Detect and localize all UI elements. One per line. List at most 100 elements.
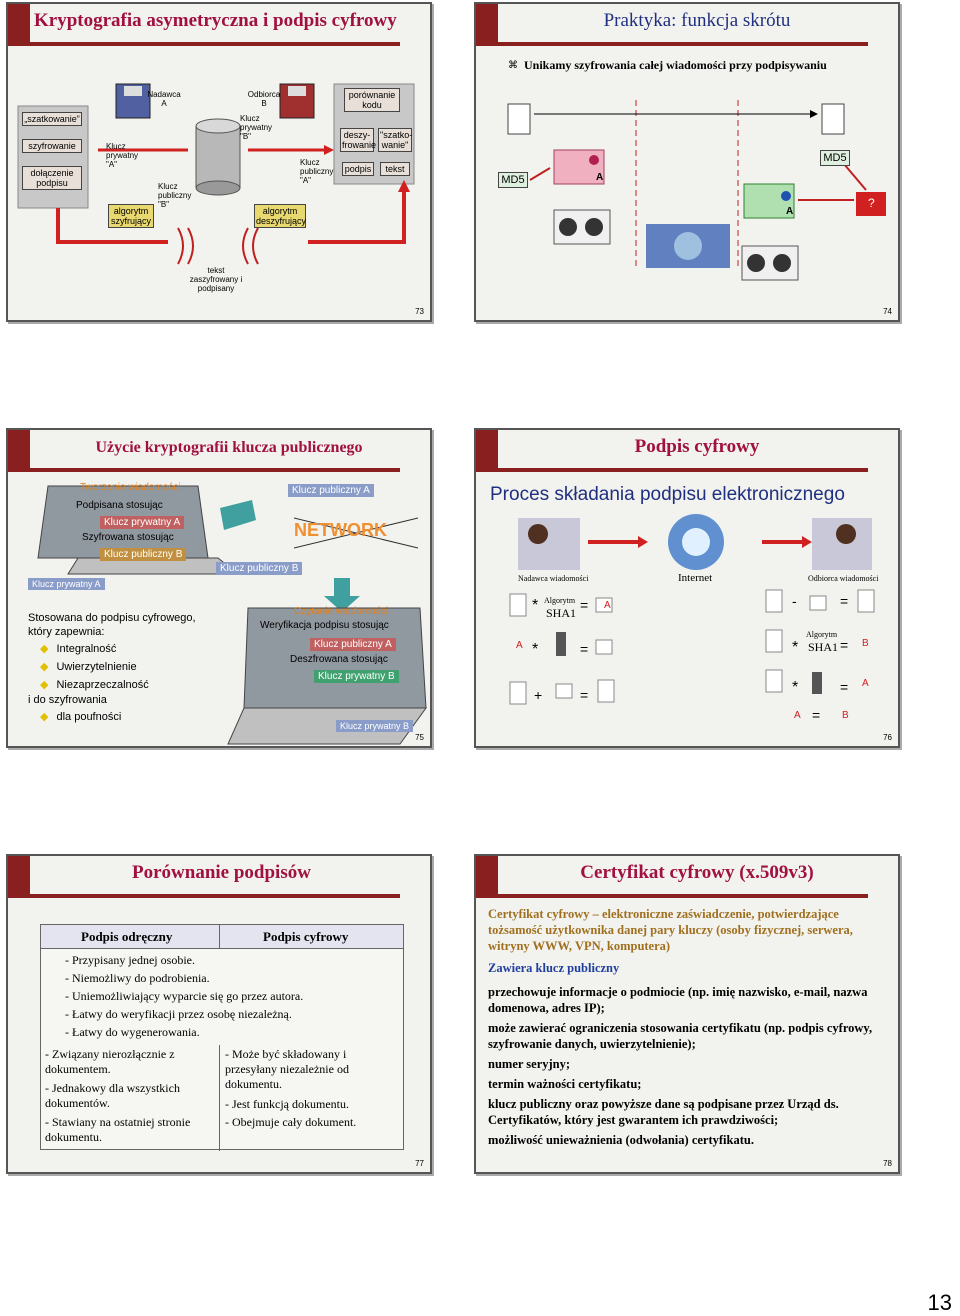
a-right-label: A — [786, 206, 794, 217]
slide-accent — [476, 430, 498, 472]
comparison-table: Podpis odręczny Podpis cyfrowy - Przypis… — [40, 924, 404, 1151]
shared-row-0: - Przypisany jednej osobie. — [65, 953, 195, 967]
diamond-icon: ◆ — [40, 711, 49, 723]
cert-p2: Zawiera klucz publiczny — [488, 961, 620, 975]
klucz-pub-a-top: Klucz publiczny A — [288, 484, 374, 497]
slide-75: Użycie kryptografii klucza publicznego T… — [6, 428, 432, 748]
slide-76: Podpis cyfrowy Proces składania podpisu … — [474, 428, 900, 748]
diamond-icon: ◆ — [40, 661, 49, 673]
slide-title: Kryptografia asymetryczna i podpis cyfro… — [34, 10, 397, 31]
label-szatkowanie2: "szatko-wanie" — [378, 128, 413, 152]
svg-text:=: = — [812, 707, 820, 723]
slide-74: Praktyka: funkcja skrótu ⌘ Unikamy szyfr… — [474, 2, 900, 322]
slide-78: Certyfikat cyfrowy (x.509v3) Certyfikat … — [474, 854, 900, 1174]
slide-number: 77 — [415, 1159, 424, 1168]
slide-subtitle: Unikamy szyfrowania całej wiadomości prz… — [524, 58, 827, 72]
shared-row-4: - Łatwy do wygenerowania. — [65, 1025, 200, 1039]
right-line-2: Klucz publiczny A — [310, 638, 396, 651]
key-a-label: Klucz prywatny A — [28, 578, 105, 590]
cert-p7: klucz publiczny oraz powyższe dane są po… — [488, 1097, 839, 1127]
title-underline — [30, 468, 400, 472]
svg-text:=: = — [840, 593, 848, 609]
shared-row-2: - Uniemożliwiający wyparcie się go przez… — [65, 989, 304, 1003]
slide-title: Certyfikat cyfrowy (x.509v3) — [580, 862, 814, 883]
svg-text:=: = — [840, 637, 848, 653]
left-row-2: - Stawiany na ostatniej stronie dokument… — [45, 1115, 191, 1144]
a-left-2: A — [516, 640, 523, 651]
algorytm-right: Algorytm — [806, 630, 838, 639]
left-text-0: Stosowana do podpisu cyfrowego, — [28, 612, 196, 624]
page-number: 13 — [927, 1290, 952, 1315]
col-header-row — [41, 925, 403, 949]
i-do-text: i do szyfrowania — [28, 694, 107, 706]
slide-number: 74 — [883, 307, 892, 316]
network-label: NETWORK — [294, 520, 387, 540]
cert-p4: może zawierać ograniczenia stosowania ce… — [488, 1021, 873, 1051]
label-klucz-pryw-a: Klucz prywatny "A" — [106, 142, 139, 169]
question-label: ? — [868, 196, 875, 210]
slide-accent — [476, 4, 498, 46]
top-line-1: Podpisana stosując — [76, 500, 163, 511]
odbiorca-label: Odbiorca wiadomości — [808, 574, 879, 583]
cert-p3: przechowuje informacje o podmiocie (np. … — [488, 985, 868, 1015]
bullet-1: ◆Uwierzytelnienie — [40, 661, 137, 673]
diamond-icon: ◆ — [40, 643, 49, 655]
a-left-label: A — [596, 172, 604, 183]
label-szatkowanie: „szatkowanie” — [22, 112, 82, 126]
shared-row-1: - Niemożliwy do podrobienia. — [65, 971, 210, 985]
right-line-3: Deszfrowana stosując — [290, 654, 388, 665]
klucz-pub-b-mid: Klucz publiczny B — [216, 562, 303, 575]
label-klucz-pub-a: Klucz publiczny "A" — [300, 158, 334, 185]
b-right-2: B — [842, 710, 849, 721]
bullet-icon: ⌘ — [508, 60, 518, 71]
label-nadawca: Nadawca A — [147, 90, 181, 108]
sha1-left: SHA1 — [546, 606, 577, 620]
slide-number: 73 — [415, 307, 424, 316]
svg-text:-: - — [792, 593, 797, 609]
sha1-right: SHA1 — [808, 640, 839, 654]
a-right-2: A — [794, 710, 801, 721]
label-dolaczenie: dołączenie podpisu — [22, 166, 82, 190]
slide-accent — [8, 856, 30, 898]
cert-p1: Certyfikat cyfrowy – elektroniczne zaświ… — [488, 907, 853, 953]
slide-title: Użycie kryptografii klucza publicznego — [95, 439, 363, 456]
svg-text:*: * — [792, 679, 798, 696]
right-line-1: Weryfikacja podpisu stosując — [260, 620, 389, 631]
slide-title: Praktyka: funkcja skrótu — [603, 10, 791, 31]
hash-diagram — [507, 100, 886, 281]
slide-accent — [8, 430, 30, 472]
diamond-icon: ◆ — [40, 679, 49, 691]
cert-p6: termin ważności certyfikatu; — [488, 1077, 642, 1091]
label-klucz-pub-b: Klucz publiczny "B" — [158, 182, 192, 209]
internet-label: Internet — [678, 572, 713, 584]
md5-right-label: MD5 — [820, 150, 850, 166]
top-line-4: Klucz publiczny B — [100, 548, 187, 561]
label-deszyfrowanie: deszy-frowanie — [340, 128, 377, 152]
slide-number: 78 — [883, 1159, 892, 1168]
left-text-1: który zapewnia: — [28, 626, 105, 638]
title-underline — [498, 894, 868, 898]
label-porownanie: porównanie kodu — [344, 88, 400, 112]
md5-left-label: MD5 — [498, 172, 528, 188]
col2-header: Podpis cyfrowy — [263, 929, 349, 944]
right-row-1: - Jest funkcją dokumentu. — [225, 1097, 349, 1111]
top-line-0: Tworzenie wiadomości — [80, 482, 181, 493]
title-underline — [498, 42, 868, 46]
a-right-1: A — [862, 678, 869, 689]
slide-number: 75 — [415, 733, 424, 742]
slide-accent — [8, 4, 30, 46]
svg-text:*: * — [792, 639, 798, 656]
title-underline — [30, 894, 400, 898]
cert-text: Certyfikat cyfrowy – elektroniczne zaświ… — [488, 906, 892, 1148]
slide-accent — [476, 856, 498, 898]
right-row-2: - Obejmuje cały dokument. — [225, 1115, 357, 1129]
slide-77: Porównanie podpisów Podpis odręczny Podp… — [6, 854, 432, 1174]
top-line-3: Szyfrowana stosując — [82, 532, 174, 543]
bullet-0: ◆Integralność — [40, 643, 117, 655]
right-row-0: - Może być składowany i przesyłany nieza… — [225, 1047, 349, 1091]
bullet-2: ◆Niezaprzeczalność — [40, 679, 149, 691]
a-left-1: A — [604, 600, 611, 611]
shared-row-3: - Łatwy do weryfikacji przez osobę nieza… — [65, 1007, 292, 1021]
label-tekst-zaszyfr: tekst zaszyfrowany i podpisany — [189, 266, 243, 293]
svg-text:*: * — [532, 641, 538, 658]
